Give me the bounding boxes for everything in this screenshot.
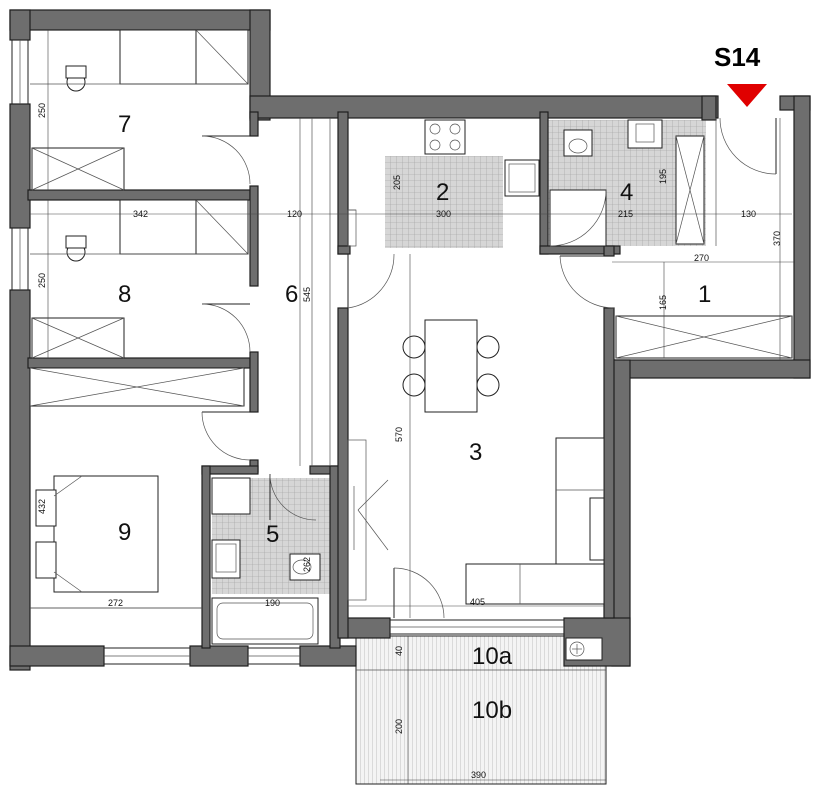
room-number-10b: 10b bbox=[472, 697, 512, 724]
stove-icon bbox=[424, 119, 466, 155]
living-3-furniture bbox=[347, 319, 605, 605]
dim-272: 272 bbox=[108, 598, 123, 608]
bathtub-icon bbox=[211, 597, 319, 645]
room-number-8: 8 bbox=[118, 281, 131, 308]
room-number-9: 9 bbox=[118, 519, 131, 546]
windows bbox=[11, 39, 565, 665]
room-number-3: 3 bbox=[469, 439, 482, 466]
dim-130: 130 bbox=[741, 209, 756, 219]
kitchen-2-fixtures bbox=[347, 119, 540, 247]
kitchen-tile-area bbox=[385, 156, 503, 248]
dim-215: 215 bbox=[618, 209, 633, 219]
unit-label: S14 bbox=[714, 42, 761, 72]
doors bbox=[201, 117, 777, 619]
room-number-4: 4 bbox=[620, 179, 633, 206]
dim-195: 195 bbox=[658, 169, 668, 184]
room-number-2: 2 bbox=[436, 179, 449, 206]
sink-icon bbox=[504, 159, 540, 197]
dim-545: 545 bbox=[302, 287, 312, 302]
dim-200: 200 bbox=[394, 719, 404, 734]
bathroom-5-fixtures bbox=[211, 477, 321, 645]
dim-120: 120 bbox=[287, 209, 302, 219]
dim-570: 570 bbox=[394, 427, 404, 442]
bed-icon bbox=[53, 475, 159, 593]
dim-432: 432 bbox=[37, 499, 47, 514]
dining-table-icon bbox=[424, 319, 478, 413]
terrace-fixture bbox=[565, 637, 603, 661]
room-number-10a: 10a bbox=[472, 643, 513, 670]
room-8-furniture bbox=[30, 199, 249, 359]
room-9-furniture bbox=[29, 367, 245, 609]
dim-300: 300 bbox=[436, 209, 451, 219]
dim-40: 40 bbox=[394, 646, 404, 656]
dim-342: 342 bbox=[133, 209, 148, 219]
dim-390: 390 bbox=[471, 770, 486, 780]
dim-250-room8: 250 bbox=[37, 273, 47, 288]
room-number-5: 5 bbox=[266, 521, 279, 548]
sofa-icon bbox=[465, 437, 605, 605]
dim-190: 190 bbox=[265, 598, 280, 608]
bathroom-4-fixtures bbox=[549, 119, 705, 247]
room-number-6: 6 bbox=[285, 281, 298, 308]
corridor-6-lines bbox=[311, 118, 331, 466]
dim-250-room7: 250 bbox=[37, 103, 47, 118]
dimension-lines bbox=[30, 30, 794, 784]
dim-205: 205 bbox=[392, 175, 402, 190]
room-7-furniture bbox=[30, 29, 249, 191]
entry-arrow-icon bbox=[727, 84, 767, 107]
dim-165: 165 bbox=[658, 295, 668, 310]
dim-262: 262 bbox=[302, 557, 312, 572]
shower-icon bbox=[549, 189, 607, 247]
dim-270: 270 bbox=[694, 253, 709, 263]
room-number-7: 7 bbox=[118, 111, 131, 138]
hall-1-fixtures bbox=[615, 118, 793, 359]
room-number-1: 1 bbox=[698, 281, 711, 308]
toilet-icon bbox=[563, 129, 593, 157]
dim-405: 405 bbox=[470, 597, 485, 607]
dim-370: 370 bbox=[772, 231, 782, 246]
